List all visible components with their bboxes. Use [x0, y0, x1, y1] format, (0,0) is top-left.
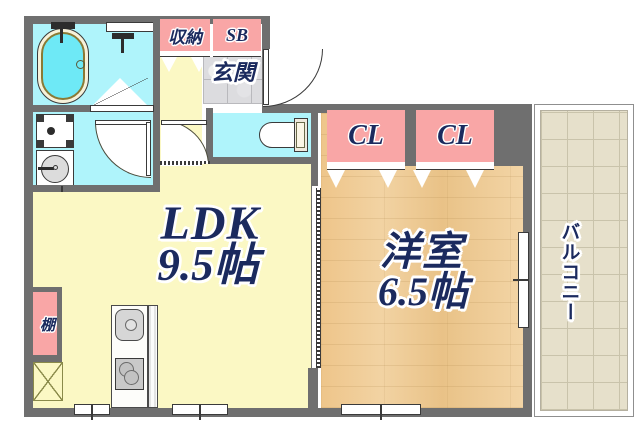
wall-between-closets [405, 104, 416, 166]
wash-basin-faucet-icon [38, 167, 54, 170]
wall-washroom-right [153, 112, 160, 192]
bath-mixer-icon [51, 22, 75, 29]
storage-label-chip: 収納 [160, 19, 210, 51]
closet-right-label: CL [437, 120, 473, 151]
storage-label: 収納 [168, 27, 202, 47]
bath-showerhead-icon [60, 29, 63, 43]
kitchen-drain-board [148, 305, 158, 408]
washroom-door-panel [95, 120, 151, 125]
wall-washroom-bottom [24, 185, 160, 192]
closet-right-chip: CL [416, 110, 494, 162]
washroom-door-leaf [146, 122, 151, 176]
storage-door-band [160, 51, 210, 57]
closet-left-fold-icon-2 [379, 170, 397, 188]
ldk-bottom-window-right-mullion [199, 404, 201, 420]
shoebox-door-band [213, 51, 261, 57]
balcony-floor [540, 110, 628, 411]
wall-partition-top-stub [311, 157, 318, 187]
bathroom-door-fold-line [92, 78, 148, 106]
entrance-door-leaf [263, 49, 269, 105]
closet-right-door-band [416, 162, 494, 170]
closet-right-fold-icon-1 [413, 170, 431, 188]
ldk-bottom-window-left-mullion [91, 404, 93, 420]
ldk-left-wall-outlet-mark [61, 186, 63, 192]
drain-dot-icon [47, 127, 55, 135]
toilet-bowl [259, 122, 299, 148]
meter-box [33, 362, 63, 401]
wash-basin-drain-icon [53, 165, 58, 170]
sliding-door-hatch [316, 188, 321, 368]
wall-toilet-right [311, 108, 318, 164]
wall-shelf-bottom [24, 355, 62, 362]
bath-mixer-wall-icon [112, 33, 134, 39]
wall-bottom-outer [24, 408, 532, 417]
closet-right-fold-icon-2 [466, 170, 484, 188]
wall-toilet-left [206, 108, 213, 164]
shoebox-label: SB [225, 24, 249, 45]
storage-fold-icon-1 [161, 57, 177, 72]
wall-closet-right-end [494, 104, 523, 166]
closet-left-chip: CL [327, 110, 405, 162]
ldk-floor-upper-right [202, 164, 313, 196]
bath-shelf-top [106, 22, 158, 32]
kitchen-sink-drain-icon [125, 319, 137, 331]
stove-burner-2 [124, 370, 139, 385]
wall-left-outer [24, 16, 33, 417]
wall-bath-right [153, 16, 160, 112]
washing-machine-space [36, 114, 74, 148]
bathtub-drain-icon [76, 60, 85, 69]
ldk-floor [33, 192, 313, 408]
bedroom-bottom-window-mullion [380, 404, 382, 420]
shoebox-label-chip: SB [213, 19, 261, 51]
wall-shelf-top [24, 287, 62, 294]
wall-toilet-bottom [206, 157, 318, 164]
toilet-tank-lid-icon [296, 122, 305, 148]
closet-left-label: CL [348, 120, 384, 151]
wall-top-left [24, 16, 270, 24]
shelf-label: 棚 [39, 317, 55, 334]
toilet-door-leaf [161, 120, 207, 125]
closet-left-door-band [327, 162, 405, 170]
bedroom-balcony-window-mullion [513, 279, 529, 281]
entrance-door-swing-arc [263, 49, 323, 107]
bath-shower-pipe-icon [121, 39, 124, 53]
closet-left-fold-icon-1 [327, 170, 345, 188]
entrance-floor [203, 57, 262, 104]
wall-partition-bottom-stub [308, 368, 318, 408]
hallway-threshold-hatch [160, 161, 210, 165]
wall-closet-band [318, 104, 523, 113]
wall-shelf-right [57, 287, 62, 360]
bath-threshold-strip [90, 105, 154, 112]
